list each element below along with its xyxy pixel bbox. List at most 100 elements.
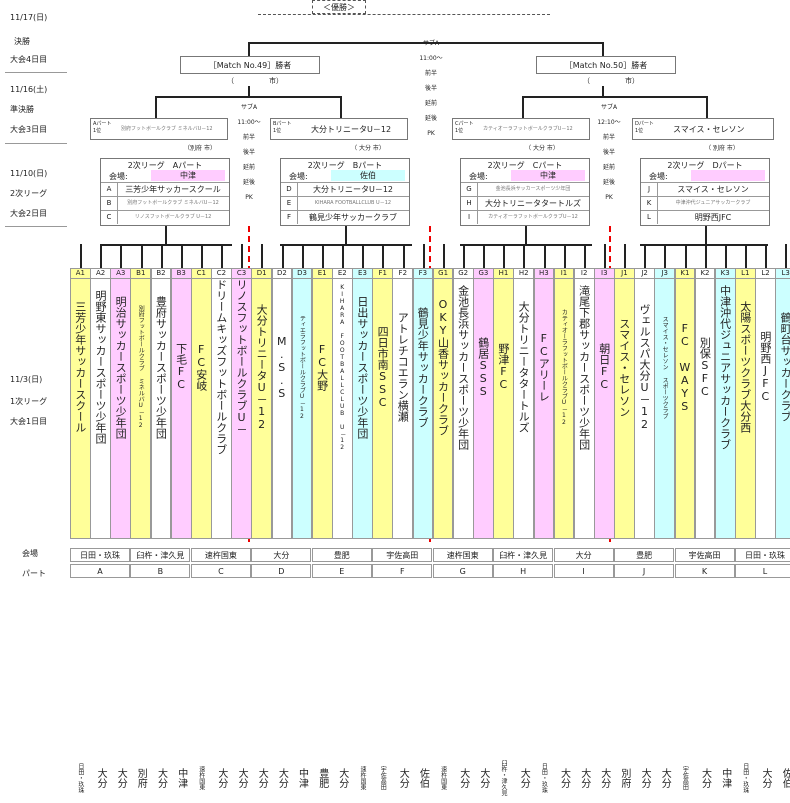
semi-bracket-left-l <box>155 96 157 118</box>
block-winner-a: Aパート 1位 別府フットボールクラブ ミネルバU－12 <box>90 118 228 140</box>
footer-venue: 宇佐高田 <box>372 548 433 562</box>
team-location: 大分 <box>95 768 107 788</box>
semi-bracket-left-r <box>340 96 342 118</box>
final-l3: 延前 <box>424 100 437 107</box>
team-column-id: J3 <box>655 269 675 279</box>
final-l4: 延後 <box>424 115 437 122</box>
team-column-id: J2 <box>635 269 654 279</box>
league-a-bracket <box>100 244 232 246</box>
semi-right-l1: 前半 <box>602 134 615 141</box>
footer-part: C <box>190 564 251 578</box>
semi-box-1: ［Match No.49］勝者 <box>180 56 320 74</box>
footer-venue: 豊肥 <box>614 548 675 562</box>
team-name: 大分トリニータU－12 <box>255 303 269 431</box>
footer-venue: 大分 <box>553 548 614 562</box>
team-location: 中津 <box>175 768 187 788</box>
bracket-drop <box>261 244 264 268</box>
footer-part: A <box>70 564 130 578</box>
bracket-drop <box>382 244 385 268</box>
team-name: アトレチコエラン横瀬 <box>396 312 410 422</box>
team-name: 四日市南SSC <box>376 325 390 409</box>
champion-box: ＜優勝＞ <box>312 0 366 14</box>
league-row-key: B <box>101 197 118 210</box>
semi-title-1: ［Match No.49］勝者 <box>208 60 292 70</box>
semi-box-2: ［Match No.50］勝者 <box>536 56 676 74</box>
semi-right-l4: 延後 <box>602 179 615 186</box>
team-column-id: C1 <box>191 269 211 279</box>
league-d-bracket <box>640 244 768 246</box>
team-column-id: B2 <box>151 269 171 279</box>
block-sub-c: （ 大分 市） <box>525 145 559 152</box>
league-c-stem <box>525 226 527 245</box>
day-second: 大会2日目 <box>10 209 48 218</box>
block-team-b: 大分トリニータU－12 <box>311 125 392 134</box>
team-location: 中津 <box>719 768 731 788</box>
team-column-id: F1 <box>373 269 393 279</box>
team-column-id: H1 <box>494 269 513 279</box>
league-row-key: C <box>101 211 118 224</box>
league-row-team: カティオーラフットボールクラブU－12 <box>488 214 578 220</box>
league-row-key: G <box>461 183 478 196</box>
team-name: 朝日FC <box>597 343 611 391</box>
team-name: 明治サッカースポーツ少年団 <box>114 295 128 439</box>
team-location: 日田・玖珠 <box>76 763 84 793</box>
footer-venue: 大分 <box>251 548 312 562</box>
team-location: 大分 <box>659 768 671 788</box>
team-location: 大分 <box>558 768 570 788</box>
semi-left-l4: 延後 <box>242 179 255 186</box>
team-location: 大分 <box>256 768 268 788</box>
team-column-id: L1 <box>735 269 755 279</box>
team-column-id: H2 <box>514 269 534 279</box>
footer-part: H <box>493 564 554 578</box>
league-row-key: H <box>461 197 478 210</box>
league-row-team: 中津沖代ジュニアサッカークラブ <box>675 200 751 206</box>
bracket-drop <box>100 244 103 268</box>
bracket-drop <box>221 244 224 268</box>
league-title: 2次リーグ Aパート <box>127 161 203 170</box>
team-column-id: J1 <box>615 269 634 279</box>
date-final: 11/17(日) <box>10 13 48 22</box>
day-first: 大会1日目 <box>10 417 48 426</box>
champion-title: ＜優勝＞ <box>323 2 355 12</box>
team-name: 明野東サッカースポーツ少年団 <box>93 290 107 444</box>
semi-right-l2: 後半 <box>602 149 615 156</box>
block-winner-b: Bパート 1位 大分トリニータU－12 <box>270 118 408 140</box>
semi-bracket-left <box>155 96 341 98</box>
date-semi: 11/16(土) <box>10 85 48 94</box>
team-location: 大分 <box>598 768 610 788</box>
block-sub-d: （ 別府 市） <box>705 145 739 152</box>
league-row-team: 大分トリニータタートルズ <box>485 199 581 208</box>
team-name: FC WAYS <box>678 321 692 413</box>
day-semi: 大会3日目 <box>10 125 48 134</box>
team-location: 別府 <box>618 768 630 788</box>
team-column-id: K2 <box>695 269 715 279</box>
league-row-key: K <box>641 197 658 210</box>
team-column-id: K3 <box>715 269 735 279</box>
final-l1: 前半 <box>424 70 437 77</box>
semi-info-right: サブA 12:10～ 前半 後半 延前 延後 PK <box>596 100 622 205</box>
bracket-drop <box>362 244 365 268</box>
final-l5: PK <box>427 130 435 137</box>
bracket-drop <box>563 244 566 268</box>
semi-bracket-right-r <box>706 96 708 118</box>
team-location: 豊肥 <box>316 768 328 788</box>
team-column-id: G3 <box>474 269 493 279</box>
semi-left-l5: PK <box>245 194 253 201</box>
footer-venue: 宇佐高田 <box>674 548 735 562</box>
bracket-drop <box>402 244 405 268</box>
bracket-drop <box>321 244 324 268</box>
